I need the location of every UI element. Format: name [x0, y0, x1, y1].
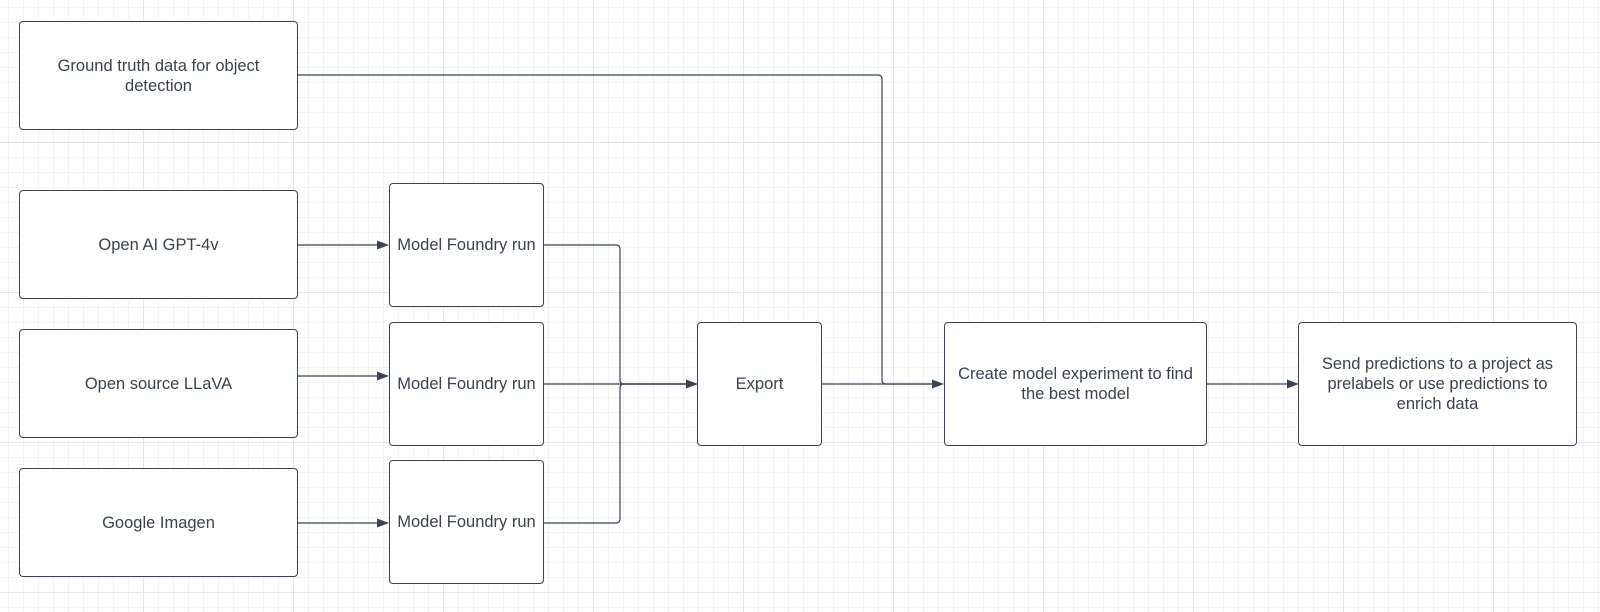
edge-gpt4v-to-run1[interactable] [297, 240, 389, 250]
node-export[interactable]: Export [697, 322, 822, 446]
edge-experiment-to-send[interactable] [1206, 379, 1299, 389]
node-label: Google Imagen [102, 513, 215, 532]
node-openai-gpt4v[interactable]: Open AI GPT-4v [19, 190, 298, 299]
node-ground-truth[interactable]: Ground truth data for object detection [19, 21, 298, 130]
node-label: Ground truth data for object detection [57, 56, 260, 95]
node-model-foundry-run-3[interactable]: Model Foundry run [389, 460, 544, 584]
node-label: Model Foundry run [397, 236, 536, 254]
node-model-foundry-run-2[interactable]: Model Foundry run [389, 322, 544, 446]
node-model-experiment[interactable]: Create model experiment to find the best… [944, 322, 1207, 446]
node-model-foundry-run-1[interactable]: Model Foundry run [389, 183, 544, 307]
node-label: Send predictions to a project as prelabe… [1321, 355, 1554, 413]
node-label: Model Foundry run [397, 513, 536, 531]
edge-run1-to-export[interactable] [544, 244, 686, 385]
node-label: Open source LLaVA [84, 374, 233, 393]
node-label: Open AI GPT-4v [98, 235, 219, 254]
node-send-predictions[interactable]: Send predictions to a project as prelabe… [1298, 322, 1577, 446]
node-label: Model Foundry run [397, 375, 536, 393]
edge-export-to-experiment[interactable] [822, 379, 944, 389]
node-llava[interactable]: Open source LLaVA [19, 329, 298, 438]
node-label: Create model experiment to find the best… [958, 365, 1193, 403]
edge-imagen-to-run3[interactable] [297, 518, 389, 528]
edge-run2-to-export[interactable] [544, 379, 698, 389]
edge-llava-to-run2[interactable] [297, 371, 389, 381]
edge-run3-to-export[interactable] [544, 383, 686, 524]
node-google-imagen[interactable]: Google Imagen [19, 468, 298, 577]
node-label: Export [735, 375, 784, 393]
